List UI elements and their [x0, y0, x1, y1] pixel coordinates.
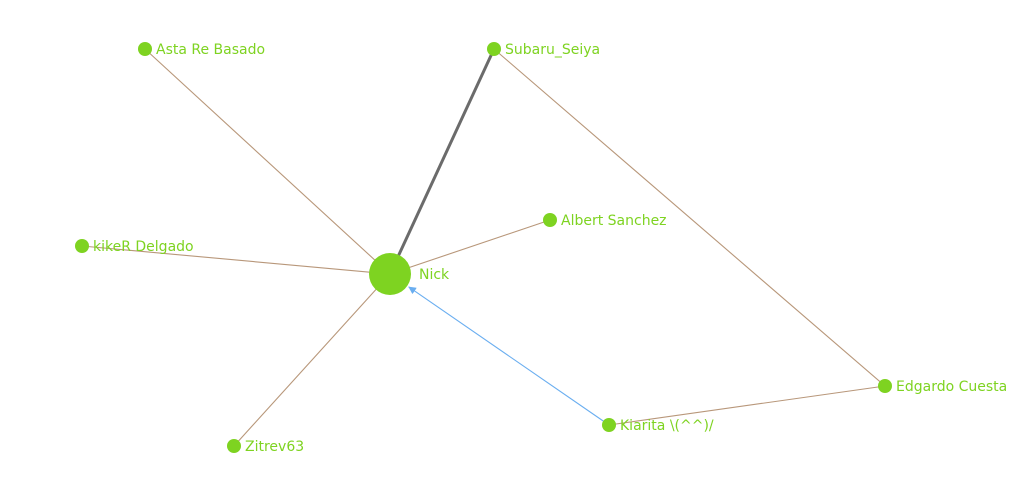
node-nick[interactable]: Nick: [369, 253, 450, 295]
node-label-asta: Asta Re Basado: [156, 42, 265, 58]
node-kiarita[interactable]: Kiarita \(^^)/: [602, 418, 714, 434]
node-circle-nick[interactable]: [369, 253, 411, 295]
edge-subaru-nick: [388, 47, 496, 276]
node-circle-kiker[interactable]: [75, 239, 89, 253]
node-label-nick: Nick: [419, 267, 450, 283]
node-kiker[interactable]: kikeR Delgado: [75, 239, 194, 255]
node-asta[interactable]: Asta Re Basado: [138, 42, 265, 58]
node-circle-subaru[interactable]: [487, 42, 501, 56]
node-circle-kiarita[interactable]: [602, 418, 616, 432]
node-circle-albert[interactable]: [543, 213, 557, 227]
node-albert[interactable]: Albert Sanchez: [543, 213, 667, 229]
node-subaru[interactable]: Subaru_Seiya: [487, 42, 600, 58]
edge-kiarita-edgardo: [608, 385, 886, 426]
edges-layer: [81, 47, 886, 447]
node-label-subaru: Subaru_Seiya: [505, 42, 600, 58]
edge-zitrev-nick: [233, 273, 391, 447]
edge-asta-nick: [144, 48, 391, 275]
edge-kiker-nick: [81, 245, 391, 275]
node-label-kiarita: Kiarita \(^^)/: [620, 418, 714, 434]
node-label-albert: Albert Sanchez: [561, 213, 667, 229]
node-circle-zitrev[interactable]: [227, 439, 241, 453]
node-circle-edgardo[interactable]: [878, 379, 892, 393]
edge-albert-nick: [389, 219, 551, 275]
node-label-edgardo: Edgardo Cuesta: [896, 379, 1007, 395]
node-zitrev[interactable]: Zitrev63: [227, 439, 304, 455]
node-label-kiker: kikeR Delgado: [93, 239, 194, 255]
edge-subaru-edgardo: [493, 48, 886, 387]
edge-kiarita-nick: [408, 286, 610, 426]
node-label-zitrev: Zitrev63: [245, 439, 304, 455]
node-circle-asta[interactable]: [138, 42, 152, 56]
node-edgardo[interactable]: Edgardo Cuesta: [878, 379, 1007, 395]
